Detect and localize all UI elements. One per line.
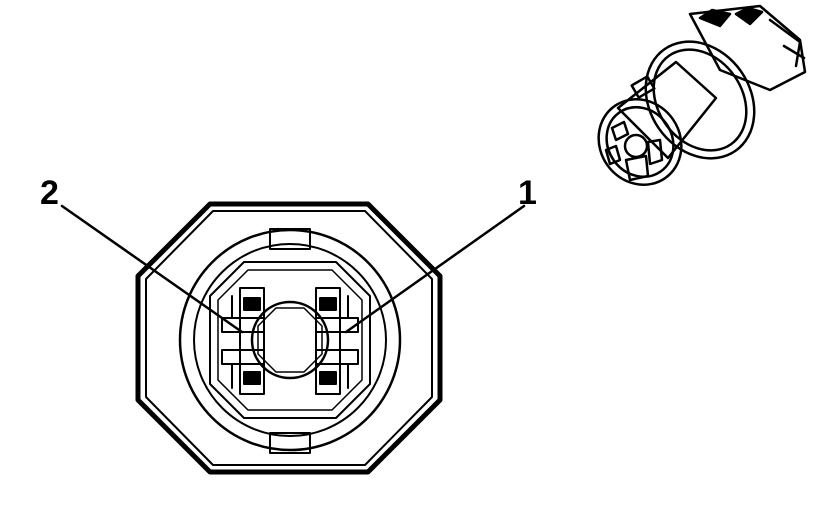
middle-ring <box>193 243 387 437</box>
top-key-tab <box>269 228 311 250</box>
inner-octagon-2 <box>217 269 363 411</box>
terminal-2 <box>221 287 265 395</box>
outer-octagon-inner-edge <box>145 210 433 466</box>
leader-line-1 <box>344 204 526 334</box>
inner-octagon <box>209 261 371 419</box>
center-hole-inner <box>257 307 323 373</box>
outer-octagon <box>135 201 443 475</box>
leader-line-2 <box>60 204 244 334</box>
bottom-key-tab <box>269 432 311 454</box>
terminal-1 <box>315 287 359 395</box>
connector-perspective-view <box>597 4 807 186</box>
center-hole <box>250 300 330 380</box>
connector-end-view <box>60 201 526 475</box>
callout-2: 2 <box>40 174 59 212</box>
callout-1: 1 <box>518 174 537 212</box>
